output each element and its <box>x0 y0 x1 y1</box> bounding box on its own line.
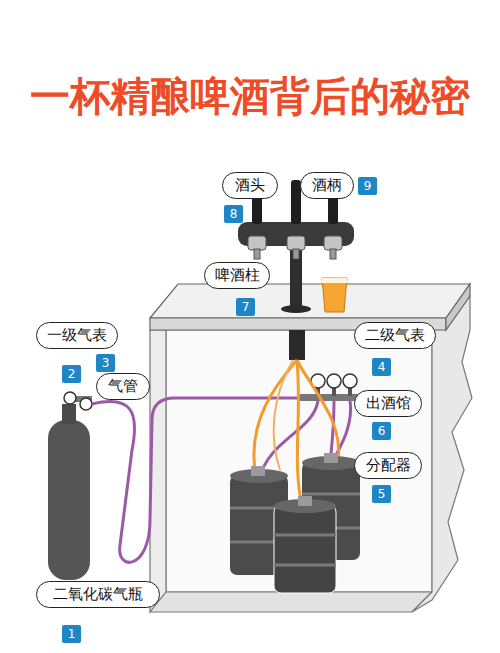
beer-keg <box>274 564 336 567</box>
beer-line <box>274 360 293 470</box>
co2-cylinder <box>48 420 90 580</box>
tap-faucet <box>330 249 336 259</box>
beer-keg <box>298 496 312 506</box>
beer-glass <box>322 278 347 312</box>
callout-number-text: 4 <box>378 360 386 374</box>
cabinet-back <box>166 330 432 592</box>
beer-keg <box>274 534 336 537</box>
callout-number-text: 2 <box>68 367 76 381</box>
beer-glass <box>322 278 347 283</box>
callout-number-text: 8 <box>230 207 238 221</box>
tap-faucet <box>324 236 342 250</box>
part-label: 二级气表 <box>365 326 425 345</box>
tap-faucet <box>248 236 342 259</box>
tap-faucet <box>287 236 305 250</box>
beer-keg <box>302 493 360 496</box>
callout-bubble: 出酒馆 <box>354 390 422 417</box>
beer-line <box>254 360 297 476</box>
cabinet-floor <box>150 592 432 612</box>
page-title: 一杯精酿啤酒背后的秘密 <box>0 70 500 122</box>
tap-faucet <box>254 249 260 259</box>
callout-bubble: 酒头 <box>222 172 278 199</box>
beer-keg <box>230 453 360 593</box>
callout-number-text: 6 <box>378 424 386 438</box>
co2-cylinder <box>62 404 76 424</box>
callout-number: 7 <box>236 298 255 316</box>
beer-shank <box>289 330 305 360</box>
part-label: 一级气表 <box>47 326 107 345</box>
counter-top <box>446 284 470 330</box>
callout-bubble: 分配器 <box>354 452 422 479</box>
callout-bubble: 二级气表 <box>354 322 436 349</box>
callout-number: 1 <box>62 625 81 643</box>
callout-bubble: 一级气表 <box>36 322 118 349</box>
callout-number-text: 9 <box>364 179 372 193</box>
callout-number: 6 <box>372 422 391 440</box>
beer-keg <box>274 505 336 593</box>
secondary-regulator <box>327 374 341 388</box>
co2-cylinder <box>48 392 92 580</box>
callout-number-text: 7 <box>242 300 250 314</box>
callout-number: 8 <box>224 205 243 223</box>
tap-faucet <box>248 236 266 250</box>
tap-faucet <box>293 249 299 259</box>
callout-number-text: 1 <box>68 627 76 641</box>
callout-bubble: 酒柄 <box>300 172 354 199</box>
callout-bubble: 啤酒柱 <box>204 262 270 289</box>
beer-keg <box>251 466 265 476</box>
beer-tower <box>290 246 302 308</box>
part-label: 气管 <box>108 377 138 396</box>
co2-cylinder <box>80 398 92 410</box>
callout-number-text: 5 <box>378 487 386 501</box>
co2-cylinder <box>64 392 76 404</box>
cabinet-back <box>166 330 432 592</box>
callout-bubble: 气管 <box>96 373 150 400</box>
beer-shank <box>289 330 305 360</box>
beer-keg <box>324 453 338 463</box>
secondary-regulator <box>300 394 362 401</box>
callout-number: 2 <box>62 365 81 383</box>
part-label: 出酒馆 <box>366 394 411 413</box>
callout-number: 4 <box>372 358 391 376</box>
callout-number-text: 3 <box>102 356 110 370</box>
beer-glass <box>322 278 347 312</box>
part-label: 二氧化碳气瓶 <box>53 585 143 604</box>
secondary-regulator <box>343 374 357 388</box>
part-label: 酒柄 <box>312 176 342 195</box>
cabinet-floor <box>150 592 432 612</box>
part-label: 酒头 <box>235 176 265 195</box>
counter-top <box>150 284 470 318</box>
callout-number: 3 <box>96 354 115 372</box>
callout-number: 5 <box>372 485 391 503</box>
beer-line <box>297 360 302 506</box>
beer-line <box>297 360 339 462</box>
callout-number: 9 <box>358 177 377 195</box>
callout-bubble: 二氧化碳气瓶 <box>36 581 160 608</box>
part-label: 分配器 <box>366 456 411 475</box>
beer-tower <box>281 305 311 313</box>
part-label: 啤酒柱 <box>215 266 260 285</box>
